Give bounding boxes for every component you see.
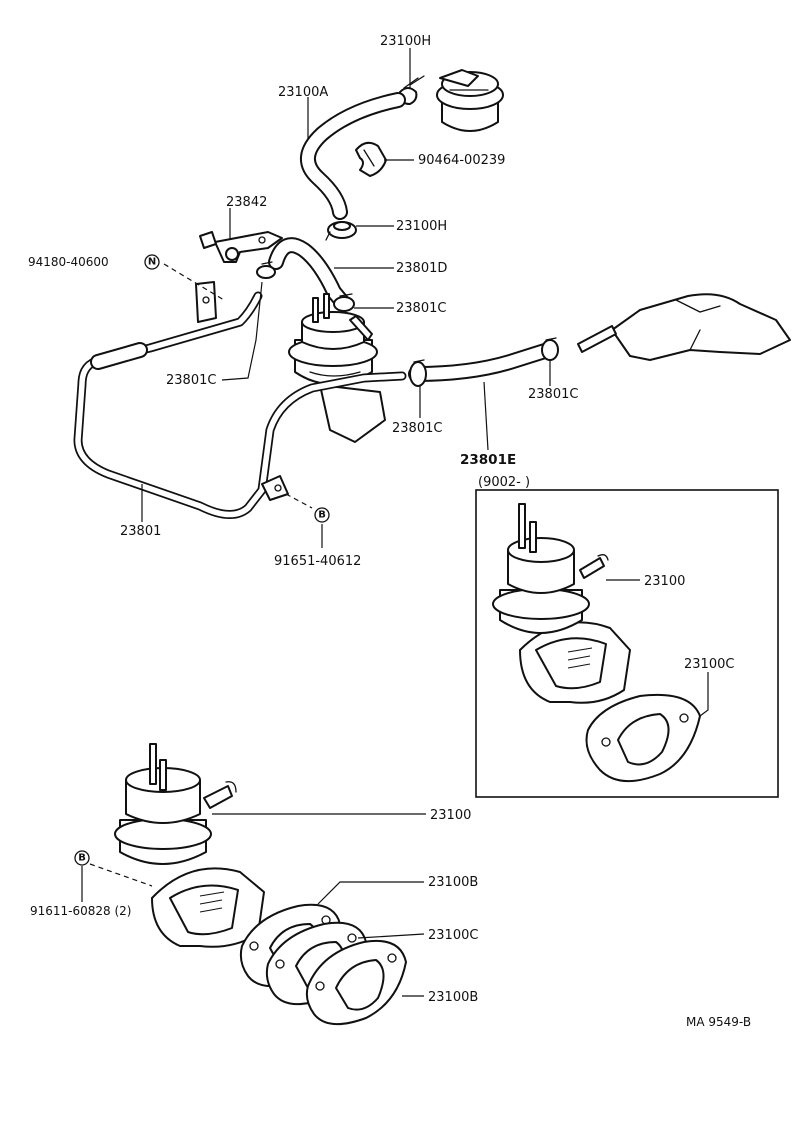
label-23100c-inset: 23100C bbox=[684, 657, 734, 672]
label-23801d: 23801D bbox=[396, 261, 447, 276]
label-90464-00239: 90464-00239 bbox=[418, 153, 505, 168]
label-23100b-a: 23100B bbox=[428, 875, 478, 890]
label-23801c-c: 23801C bbox=[392, 421, 442, 436]
label-23100b-b: 23100B bbox=[428, 990, 478, 1005]
figure-code: MA 9549-B bbox=[686, 1015, 751, 1029]
label-inset-range: (9002- ) bbox=[478, 475, 530, 490]
hose-23100a bbox=[300, 92, 406, 220]
inset-frame bbox=[475, 489, 779, 798]
label-91611-60828: 91611-60828 (2) bbox=[30, 904, 132, 918]
clamp-23801c-center bbox=[409, 359, 427, 387]
mark-b-upper: B bbox=[314, 507, 330, 523]
leader-91611 bbox=[89, 863, 153, 887]
leader-23801e bbox=[483, 381, 489, 451]
clip-90464-00239 bbox=[355, 141, 387, 177]
leader-91651 bbox=[285, 493, 313, 509]
mark-b-lower: B bbox=[74, 850, 90, 866]
label-23801e: 23801E bbox=[460, 452, 516, 468]
fuel-pump-main bbox=[114, 743, 265, 948]
label-91651-40612: 91651-40612 bbox=[274, 554, 361, 569]
clamp-23801c-left bbox=[256, 261, 276, 279]
clamp-23100h-mid bbox=[325, 221, 357, 241]
gasket-23100b-last bbox=[305, 940, 407, 1025]
fuel-pump-inset bbox=[492, 503, 631, 704]
mark-b-lower-text: B bbox=[78, 853, 86, 864]
leader-23100b-a bbox=[317, 881, 424, 905]
label-23100h-top: 23100H bbox=[380, 34, 431, 49]
clamp-23801c-far bbox=[541, 337, 559, 361]
carburetor bbox=[577, 293, 791, 361]
leader-23100c-inset bbox=[699, 672, 709, 717]
label-23100c-main: 23100C bbox=[428, 928, 478, 943]
label-23801: 23801 bbox=[120, 524, 161, 539]
fuel-line-23801 bbox=[73, 281, 407, 519]
bracket-23842 bbox=[199, 231, 283, 263]
label-23100h-mid: 23100H bbox=[396, 219, 447, 234]
label-23842: 23842 bbox=[226, 195, 267, 210]
hose-23801e bbox=[408, 342, 556, 382]
gasket-23100c-inset bbox=[585, 693, 701, 783]
label-23100-main: 23100 bbox=[430, 808, 471, 823]
mark-n: N bbox=[144, 254, 160, 270]
label-23100-inset: 23100 bbox=[644, 574, 685, 589]
label-23801c-a: 23801C bbox=[396, 301, 446, 316]
fuel-filter bbox=[436, 69, 504, 132]
hose-23801d bbox=[268, 237, 352, 312]
leader-23801c-b bbox=[221, 281, 263, 381]
label-23100a: 23100A bbox=[278, 85, 328, 100]
leader-94180 bbox=[163, 263, 225, 301]
label-94180-40600: 94180-40600 bbox=[28, 255, 109, 269]
leader-23100c-main bbox=[357, 933, 425, 939]
mark-b-upper-text: B bbox=[318, 510, 326, 521]
label-23801c-d: 23801C bbox=[528, 387, 578, 402]
label-23801c-b: 23801C bbox=[166, 373, 216, 388]
mark-n-text: N bbox=[148, 257, 156, 268]
fuel-pump-installed bbox=[288, 293, 386, 443]
clamp-23801c-right bbox=[333, 293, 355, 312]
